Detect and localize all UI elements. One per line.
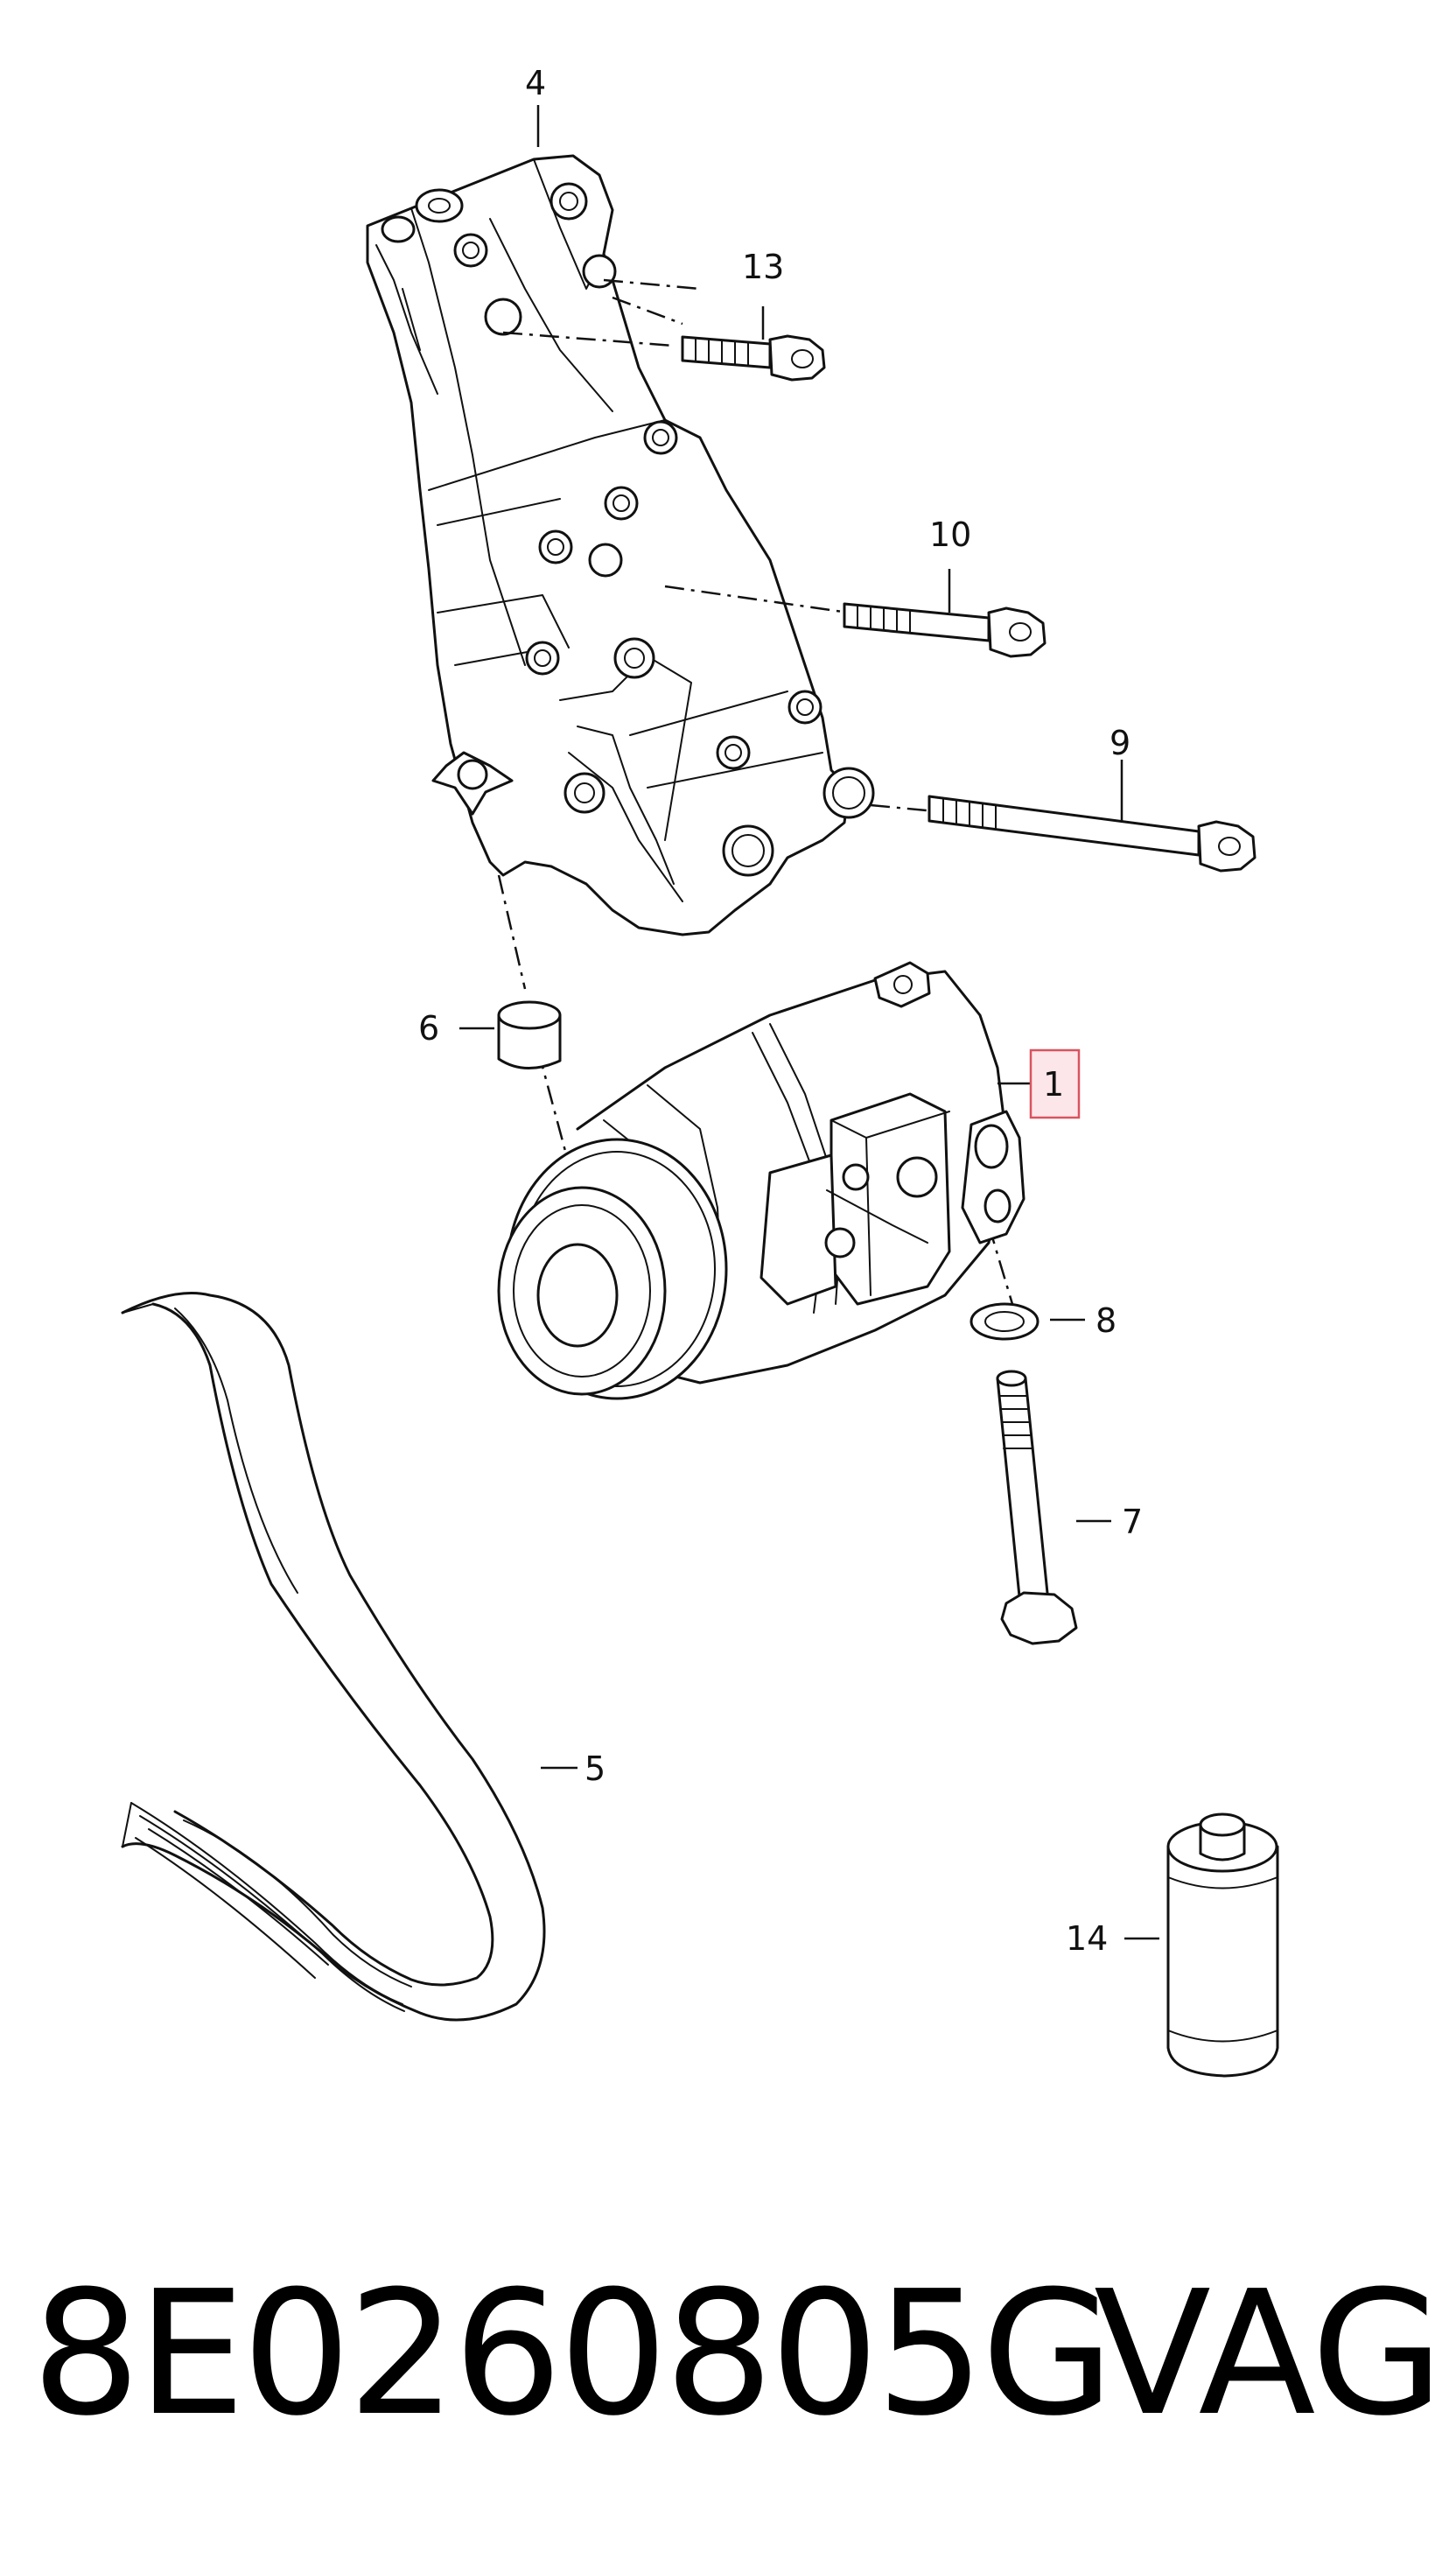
bolt-part-9 bbox=[928, 795, 1256, 873]
callout-4: 4 bbox=[525, 64, 546, 102]
compressor-part-1 bbox=[497, 961, 1026, 1400]
callout-6: 6 bbox=[418, 1009, 439, 1048]
callout-9: 9 bbox=[1110, 724, 1130, 762]
callout-7: 7 bbox=[1122, 1503, 1143, 1541]
callout-8: 8 bbox=[1096, 1301, 1116, 1340]
washer-part-8 bbox=[970, 1302, 1040, 1341]
bottle-part-14 bbox=[1166, 1812, 1279, 2078]
part-number: 8E0260805G bbox=[32, 2254, 1114, 2454]
callout-13: 13 bbox=[742, 248, 784, 286]
bolt-part-7 bbox=[996, 1370, 1078, 1645]
callout-labels: 4 13 10 9 6 1 8 7 5 14 bbox=[418, 64, 1143, 1958]
callout-10: 10 bbox=[929, 515, 971, 554]
belt-part-5 bbox=[121, 1292, 546, 2022]
callout-1: 1 bbox=[1043, 1065, 1064, 1104]
callout-14: 14 bbox=[1066, 1919, 1108, 1958]
bracket-part-4 bbox=[366, 154, 1017, 1314]
callout-1-highlight bbox=[1029, 1048, 1081, 1119]
sleeve-part-6 bbox=[497, 1000, 562, 1069]
leader-lines bbox=[459, 105, 1159, 1940]
bolt-part-13 bbox=[681, 334, 826, 382]
brand-name: VAG bbox=[1094, 2254, 1444, 2454]
callout-5: 5 bbox=[584, 1749, 606, 1788]
bolt-part-10 bbox=[843, 602, 1046, 658]
